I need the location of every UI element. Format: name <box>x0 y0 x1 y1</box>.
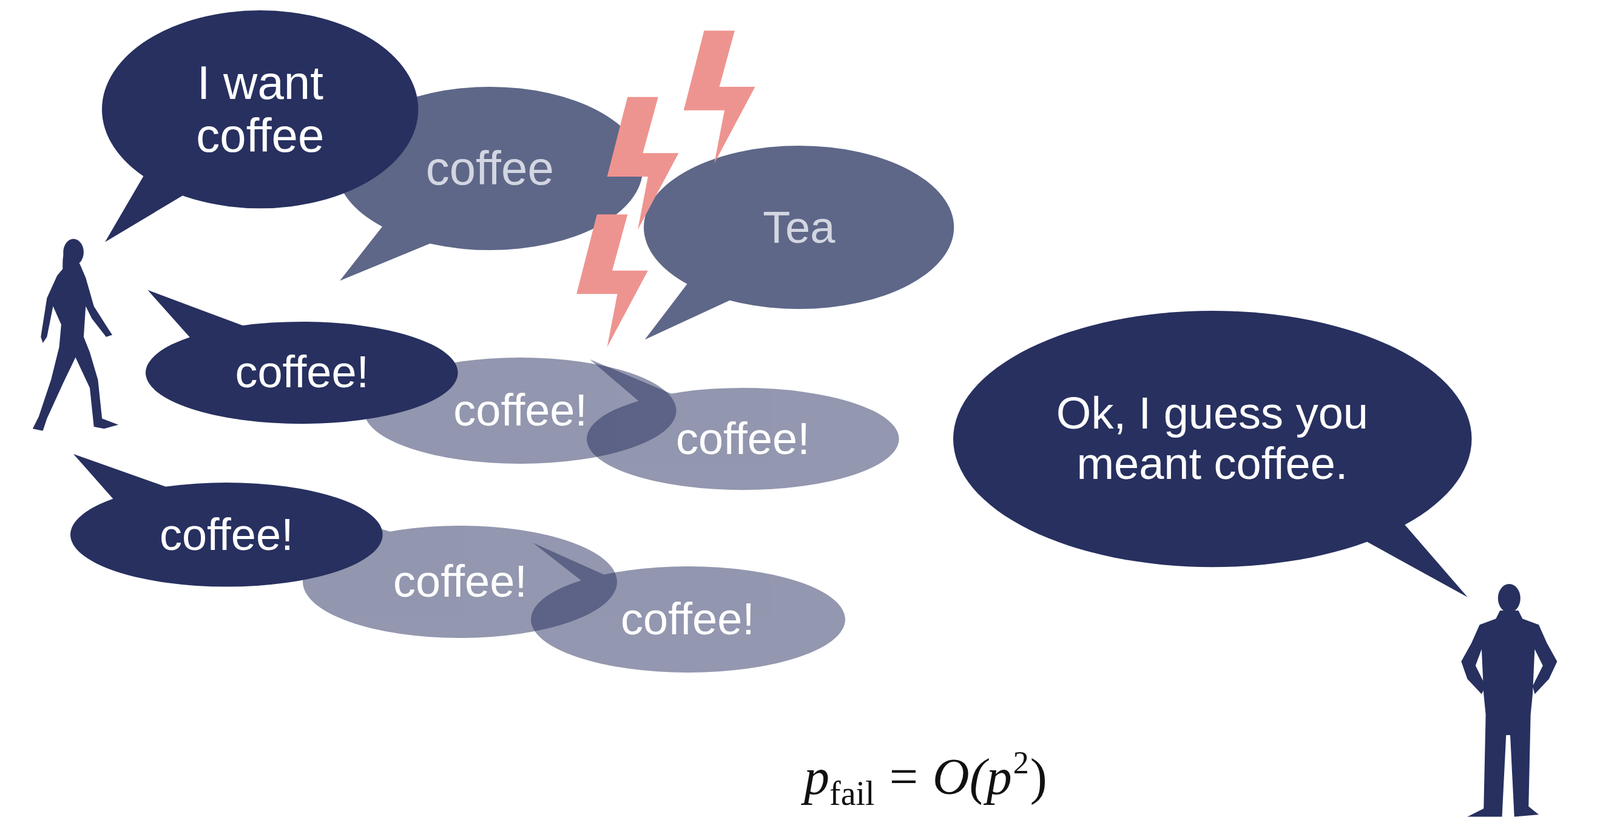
speech-bubble: coffee! <box>586 387 900 490</box>
bubble-text: Ok, I guess you meant coffee. <box>1018 388 1407 490</box>
woman-silhouette <box>32 239 119 431</box>
bubble-text: coffee! <box>234 347 369 398</box>
speech-bubble: I want coffee <box>101 10 419 209</box>
formula-part: ) <box>1030 746 1048 806</box>
formula-part: = <box>889 746 919 806</box>
bubble-text: coffee! <box>393 556 528 607</box>
lightning-bolt <box>683 30 756 164</box>
bubble-text: coffee <box>425 141 554 195</box>
speech-bubble: Tea <box>643 145 954 309</box>
man-silhouette <box>1461 583 1557 817</box>
lightning-bolt <box>607 97 679 230</box>
speech-bubble: coffee! <box>530 566 846 673</box>
formula-part: fail <box>829 773 875 813</box>
formula-part: O(p <box>932 746 1013 806</box>
formula-part: 2 <box>1013 744 1030 781</box>
bubble-text: I want coffee <box>169 56 352 163</box>
bubble-text: coffee! <box>675 413 811 465</box>
bubble-text: Tea <box>762 202 835 254</box>
lightning-bolt <box>576 214 649 348</box>
speech-bubble: Ok, I guess you meant coffee. <box>953 310 1472 567</box>
formula-part: p <box>803 746 830 806</box>
bubble-text: coffee! <box>159 509 294 561</box>
bubble-text: coffee! <box>620 594 755 645</box>
formula: pfail =O(p2) <box>803 744 1048 813</box>
bubble-text: coffee! <box>453 385 588 436</box>
